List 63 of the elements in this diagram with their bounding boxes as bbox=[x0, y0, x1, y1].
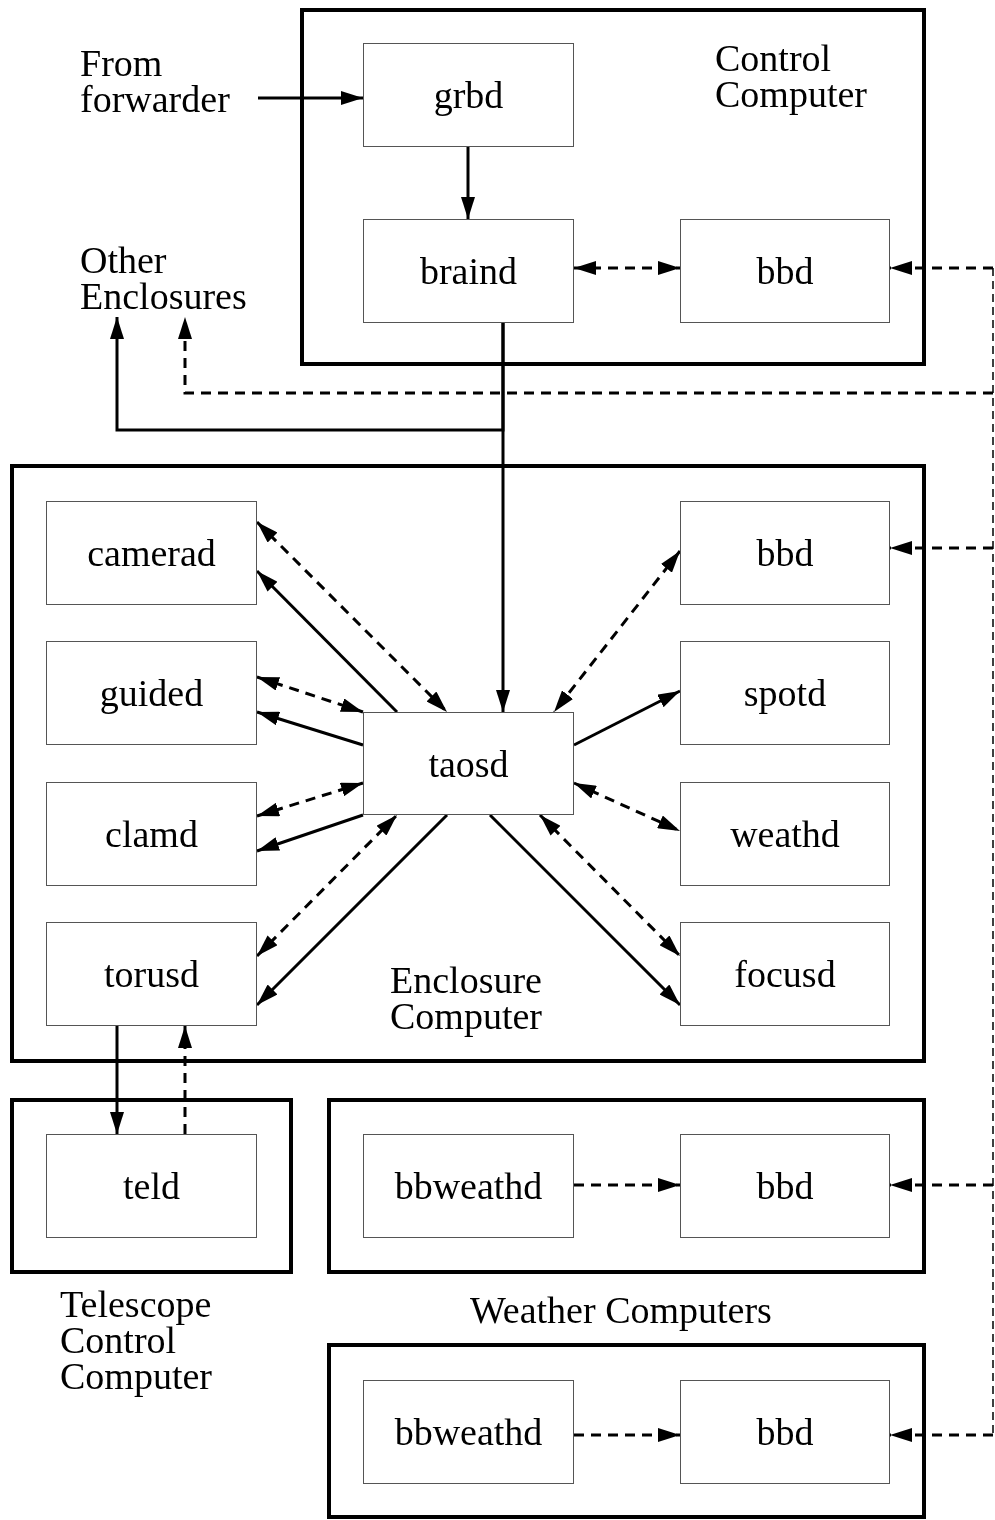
dashed-arrow bbox=[538, 813, 682, 958]
dashed-arrow bbox=[256, 781, 364, 818]
process-name: teld bbox=[123, 1168, 180, 1204]
dashed-arrow bbox=[890, 1178, 993, 1192]
arrow bbox=[255, 813, 449, 1007]
process-box bbox=[363, 712, 574, 815]
process-box bbox=[680, 219, 890, 323]
dashed-arrow bbox=[255, 520, 449, 714]
computer-frame bbox=[10, 464, 926, 1063]
arrow bbox=[256, 710, 364, 747]
process-box bbox=[680, 782, 890, 886]
process-name: weathd bbox=[730, 816, 840, 852]
process-name: braind bbox=[419, 253, 518, 289]
process-name: focusd bbox=[734, 956, 836, 992]
dashed-arrow bbox=[256, 675, 364, 714]
computer-frame bbox=[327, 1098, 926, 1274]
process-box bbox=[46, 782, 257, 886]
process-name: taosd bbox=[428, 745, 509, 782]
arrow bbox=[573, 689, 681, 747]
process-box bbox=[680, 501, 890, 605]
dashed-arrow bbox=[890, 1428, 993, 1442]
process-box bbox=[46, 1134, 257, 1238]
process-box bbox=[680, 1380, 890, 1484]
arrow bbox=[258, 91, 363, 105]
computer-frame bbox=[300, 8, 926, 366]
process-box bbox=[363, 1380, 574, 1484]
process-box bbox=[46, 501, 257, 605]
dashed-arrow bbox=[574, 1428, 680, 1442]
dashed-arrow bbox=[890, 261, 993, 275]
dashed-arrow bbox=[573, 781, 681, 833]
process-name: camerad bbox=[87, 535, 216, 571]
process-name: bbweathd bbox=[394, 1414, 543, 1450]
process-name: bbd bbox=[756, 1168, 814, 1204]
annotation-text: Other Enclosures bbox=[80, 242, 260, 317]
process-name: bbd bbox=[756, 1414, 814, 1450]
process-box bbox=[363, 43, 574, 147]
arrow bbox=[110, 1026, 124, 1134]
dashed-arrow bbox=[890, 541, 993, 555]
process-box bbox=[46, 641, 257, 745]
process-box bbox=[363, 219, 574, 323]
process-box bbox=[46, 922, 257, 1026]
process-name: bbd bbox=[756, 253, 814, 289]
process-box bbox=[680, 1134, 890, 1238]
arrow bbox=[488, 813, 682, 1007]
dashed-arrow bbox=[178, 317, 993, 395]
annotation-text: From forwarder bbox=[80, 45, 260, 120]
process-name: bbweathd bbox=[394, 1168, 543, 1204]
arrow bbox=[255, 569, 399, 714]
dashed-arrow bbox=[178, 1026, 192, 1134]
arrow bbox=[461, 147, 475, 219]
process-name: torusd bbox=[104, 956, 199, 992]
process-box bbox=[680, 641, 890, 745]
dashed-arrow bbox=[552, 550, 682, 713]
arrow bbox=[110, 317, 505, 432]
dashed-arrow bbox=[574, 1178, 680, 1192]
computer-frame bbox=[327, 1343, 926, 1519]
dashed-arrow bbox=[574, 261, 680, 275]
process-name: clamd bbox=[105, 816, 198, 852]
process-box bbox=[680, 922, 890, 1026]
process-name: bbd bbox=[756, 535, 814, 571]
process-box bbox=[363, 1134, 574, 1238]
dashed-arrow bbox=[255, 813, 399, 958]
arrow bbox=[256, 813, 364, 853]
